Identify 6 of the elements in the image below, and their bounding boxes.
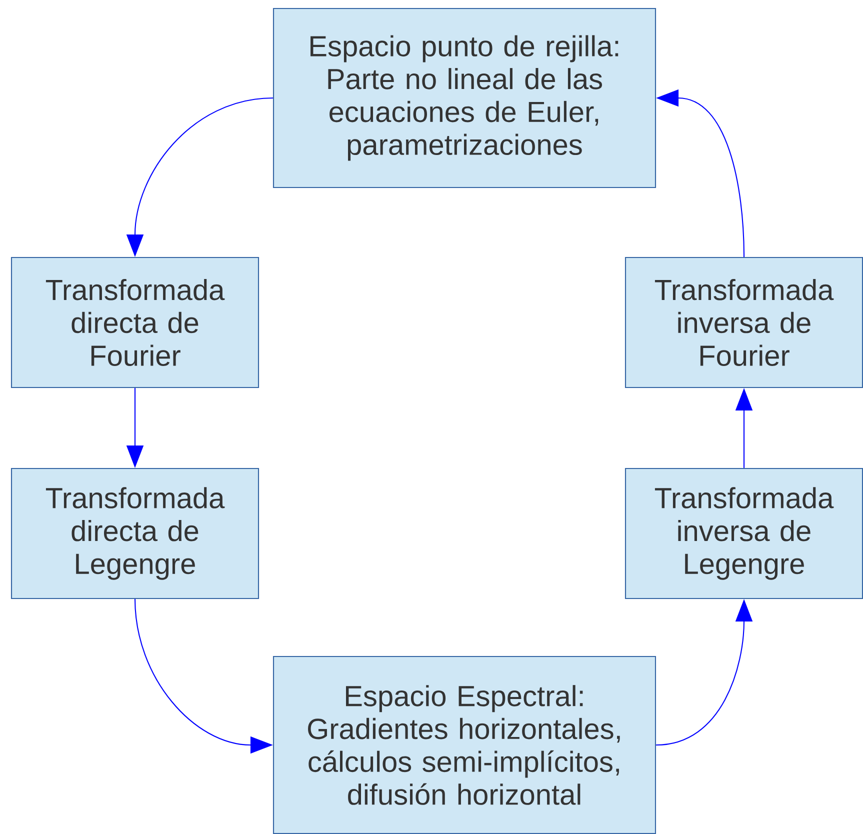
process-box: Transformada directa de Fourier bbox=[10, 256, 260, 388]
process-box: Transformada inversa de Fourier bbox=[624, 256, 863, 388]
process-box: Espacio punto de rejilla: Parte no lineal de las ecuaciones de Euler, parametrizaciones bbox=[272, 8, 656, 188]
process-box: Espacio Espectral: Gradientes horizontales, cálculos semi-implícitos, difusión horizontal bbox=[272, 656, 656, 834]
process-box: Transformada directa de Legengre bbox=[10, 468, 260, 600]
process-box: Transformada inversa de Legengre bbox=[624, 468, 863, 600]
